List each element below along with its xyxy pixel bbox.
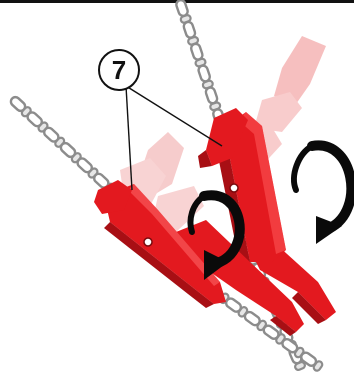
callout-number: 7 [112,55,126,85]
rotate-arrow-icon [294,145,351,244]
callout-circle-icon: 7 [99,50,139,90]
